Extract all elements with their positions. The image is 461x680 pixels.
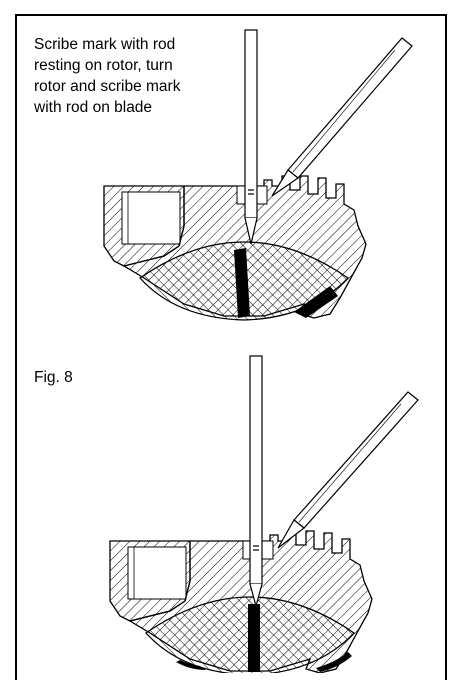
vane-blade-icon [316, 652, 352, 672]
vane-blade-icon [176, 660, 206, 670]
vane-blade-icon [248, 604, 260, 672]
lower-pump-section [109, 355, 419, 673]
caption-line: with rod on blade [34, 99, 153, 116]
caption-line: resting on rotor, turn [34, 57, 173, 74]
caption-line: Scribe mark with rod [34, 36, 176, 53]
figure-frame [15, 14, 447, 680]
caption-line: rotor and scribe mark [34, 78, 181, 95]
scribe-pen-icon [271, 37, 413, 197]
upper-pump-section [103, 29, 413, 321]
figure-label: Fig. 8 [34, 369, 73, 386]
scribe-pen-icon [277, 391, 419, 549]
vane-blade-icon [234, 248, 250, 318]
vane-blade-icon [294, 286, 338, 318]
instruction-caption: Scribe mark with rod resting on rotor, t… [34, 34, 180, 118]
